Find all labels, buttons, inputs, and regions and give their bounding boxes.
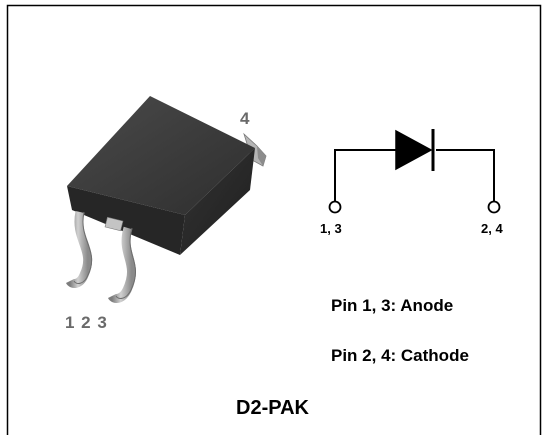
package-front-face — [67, 186, 185, 255]
d2pak-package-illustration — [65, 96, 267, 303]
lead-stub-middle — [104, 216, 124, 232]
cathode-description: Pin 2, 4: Cathode — [331, 346, 469, 365]
package-right-face — [180, 148, 255, 255]
package-top-face — [67, 96, 255, 215]
outer-frame — [6, 4, 542, 435]
lead-pin-1 — [65, 211, 93, 288]
anode-pins-label: 1, 3 — [320, 221, 342, 236]
anode-wire — [334, 149, 398, 201]
lead-pin-3 — [107, 226, 136, 303]
package-title: D2-PAK — [236, 397, 309, 419]
cathode-wire — [436, 149, 495, 201]
diode-schematic — [328, 129, 501, 214]
anode-terminal — [328, 200, 342, 214]
anode-description: Pin 1, 3: Anode — [331, 296, 454, 315]
lead-pins-label: 1 2 3 — [65, 313, 108, 332]
cathode-terminal — [487, 200, 501, 214]
diode-triangle — [395, 129, 433, 171]
cathode-pins-label: 2, 4 — [481, 221, 503, 236]
tab-pin-label: 4 — [240, 109, 250, 128]
